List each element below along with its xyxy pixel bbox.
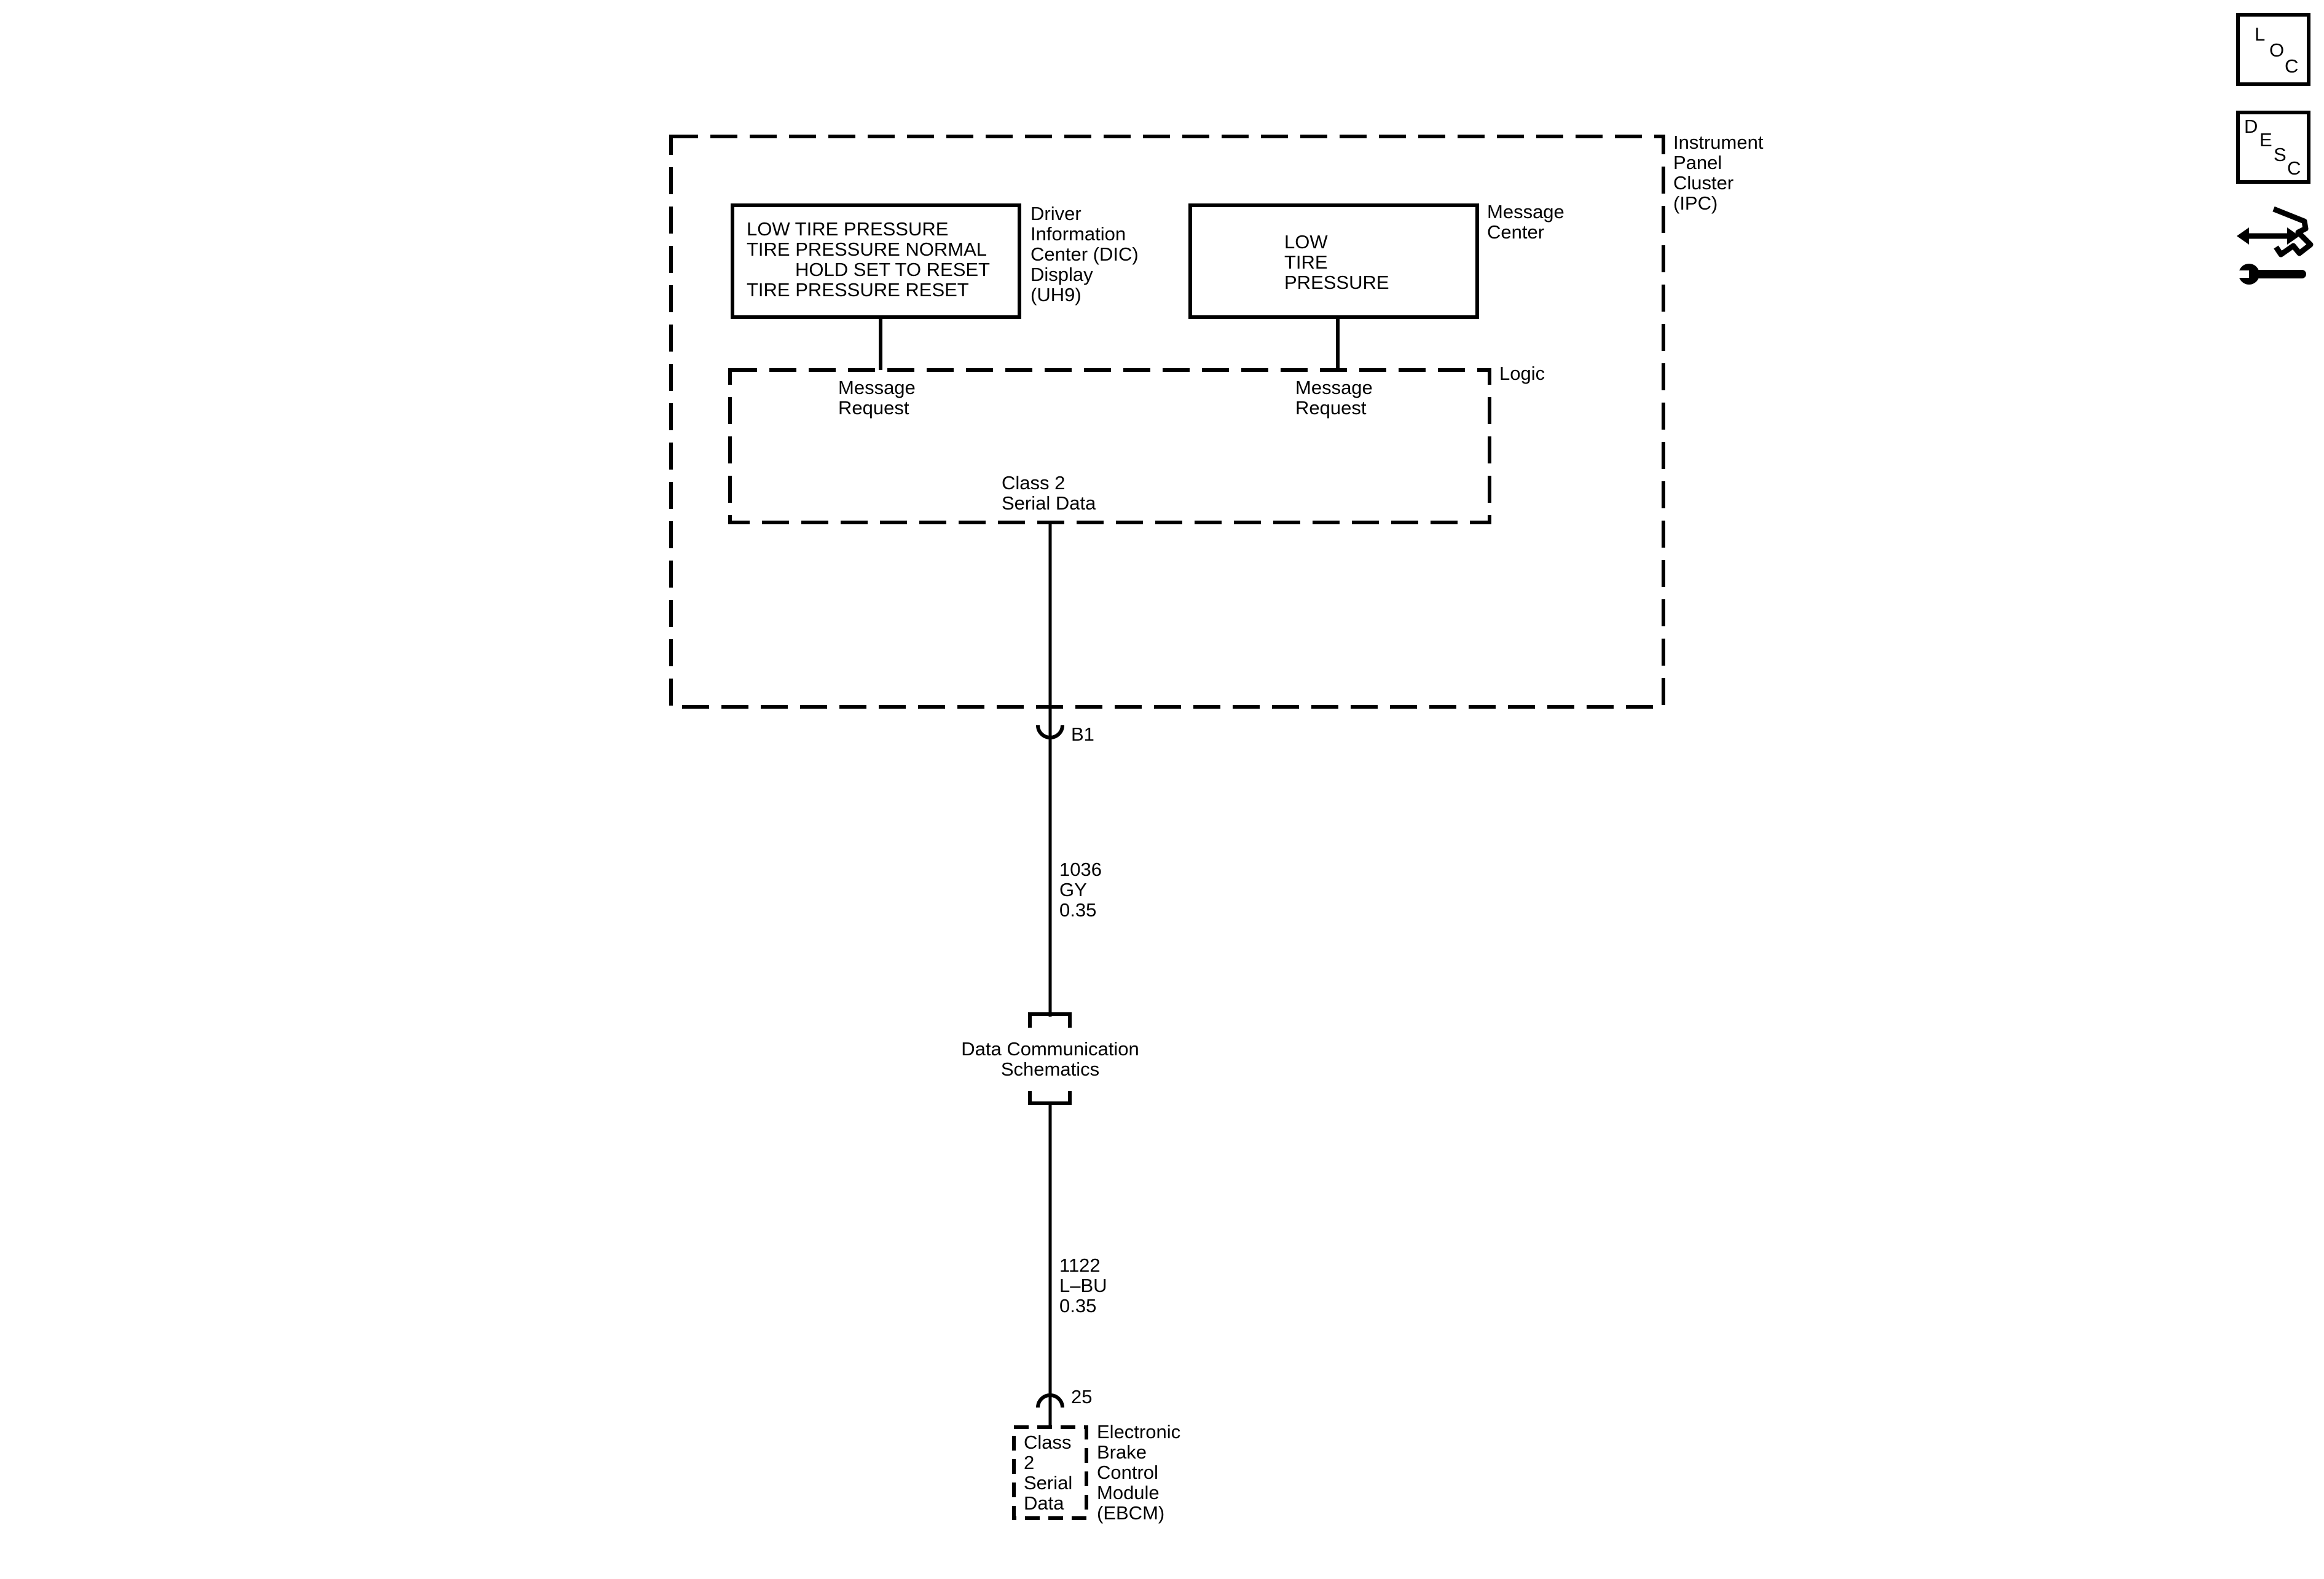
svg-text:S: S — [2274, 144, 2287, 165]
logic-box — [728, 368, 1491, 524]
inline-break-bottom — [1028, 1091, 1072, 1105]
inline-break-top — [1028, 1012, 1072, 1028]
svg-text:L–BU: L–BU — [1059, 1275, 1107, 1296]
logic-left-request: Message Request — [838, 377, 916, 419]
ebcm-label: Electronic Brake Control Module (EBCM) — [1097, 1421, 1180, 1524]
svg-text:Message: Message — [1295, 377, 1373, 398]
message-center-text: LOW TIRE PRESSURE — [1284, 231, 1389, 293]
svg-text:TIRE: TIRE — [1284, 251, 1328, 273]
svg-text:TIRE PRESSURE RESET: TIRE PRESSURE RESET — [747, 279, 969, 301]
svg-text:0.35: 0.35 — [1059, 1295, 1096, 1317]
svg-text:Module: Module — [1097, 1482, 1160, 1503]
connector-25-symbol — [1036, 1393, 1064, 1408]
svg-text:Serial Data: Serial Data — [1002, 492, 1096, 514]
connector-repair-icon[interactable] — [2237, 206, 2314, 285]
svg-text:Message: Message — [838, 377, 916, 398]
connector-b1-label: B1 — [1071, 723, 1094, 745]
svg-text:D: D — [2244, 116, 2258, 137]
svg-text:Cluster: Cluster — [1673, 172, 1733, 194]
svg-text:Center (DIC): Center (DIC) — [1030, 243, 1139, 265]
svg-text:Information: Information — [1030, 223, 1126, 245]
svg-text:Instrument: Instrument — [1673, 132, 1764, 153]
svg-text:(UH9): (UH9) — [1030, 284, 1082, 305]
dic-display-box — [731, 203, 1021, 319]
data-communication-reference[interactable]: Data Communication Schematics — [961, 1038, 1139, 1080]
svg-text:O: O — [2269, 39, 2284, 61]
wire-1122-label: 1122 L–BU 0.35 — [1059, 1254, 1107, 1317]
svg-text:Data Communication: Data Communication — [961, 1038, 1139, 1060]
svg-text:Class: Class — [1024, 1431, 1072, 1453]
svg-text:Message: Message — [1487, 201, 1564, 222]
svg-text:1122: 1122 — [1059, 1254, 1101, 1276]
svg-text:1036: 1036 — [1059, 859, 1102, 880]
svg-text:C: C — [2285, 55, 2298, 77]
ebcm-box — [1012, 1425, 1088, 1520]
svg-text:PRESSURE: PRESSURE — [1284, 272, 1389, 293]
svg-text:2: 2 — [1024, 1452, 1034, 1473]
message-center-box — [1188, 203, 1479, 319]
svg-text:L: L — [2255, 23, 2265, 45]
dic-display-label: Driver Information Center (DIC) Display … — [1030, 203, 1139, 305]
svg-text:TIRE PRESSURE NORMAL: TIRE PRESSURE NORMAL — [747, 238, 987, 260]
wire-1036-label: 1036 GY 0.35 — [1059, 859, 1102, 921]
svg-text:Center: Center — [1487, 221, 1544, 243]
svg-text:Control: Control — [1097, 1462, 1158, 1483]
svg-text:Brake: Brake — [1097, 1441, 1147, 1463]
svg-text:Display: Display — [1030, 264, 1093, 285]
loc-button[interactable]: L O C — [2236, 13, 2310, 86]
svg-text:LOW: LOW — [1284, 231, 1328, 253]
ipc-enclosure — [669, 135, 1665, 709]
svg-text:LOW TIRE PRESSURE: LOW TIRE PRESSURE — [747, 218, 948, 240]
message-center-label: Message Center — [1487, 201, 1564, 243]
logic-serial-data: Class 2 Serial Data — [1002, 472, 1096, 514]
connector-b1-symbol — [1036, 725, 1064, 739]
svg-text:Class 2: Class 2 — [1002, 472, 1065, 494]
svg-text:(EBCM): (EBCM) — [1097, 1502, 1164, 1524]
svg-text:Schematics: Schematics — [1001, 1058, 1099, 1080]
dic-display-messages: LOW TIRE PRESSURE TIRE PRESSURE NORMAL H… — [747, 218, 990, 301]
logic-right-request: Message Request — [1295, 377, 1373, 419]
svg-text:Request: Request — [1295, 397, 1367, 419]
ipc-label: Instrument Panel Cluster (IPC) — [1673, 132, 1764, 214]
connector-25-label: 25 — [1071, 1386, 1092, 1408]
svg-text:C: C — [2287, 157, 2301, 179]
svg-text:Driver: Driver — [1030, 203, 1082, 224]
svg-text:E: E — [2259, 129, 2272, 151]
ebcm-class2-serial-data: Class 2 Serial Data — [1024, 1431, 1072, 1514]
svg-text:0.35: 0.35 — [1059, 899, 1096, 921]
svg-text:Request: Request — [838, 397, 909, 419]
svg-text:Panel: Panel — [1673, 152, 1722, 173]
svg-text:HOLD SET TO RESET: HOLD SET TO RESET — [795, 259, 990, 280]
logic-label: Logic — [1499, 363, 1545, 384]
svg-text:Serial: Serial — [1024, 1472, 1072, 1494]
svg-text:Data: Data — [1024, 1492, 1064, 1514]
svg-text:GY: GY — [1059, 879, 1087, 900]
desc-button[interactable]: D E S C — [2236, 111, 2310, 184]
svg-text:Electronic: Electronic — [1097, 1421, 1180, 1443]
svg-text:(IPC): (IPC) — [1673, 192, 1717, 214]
